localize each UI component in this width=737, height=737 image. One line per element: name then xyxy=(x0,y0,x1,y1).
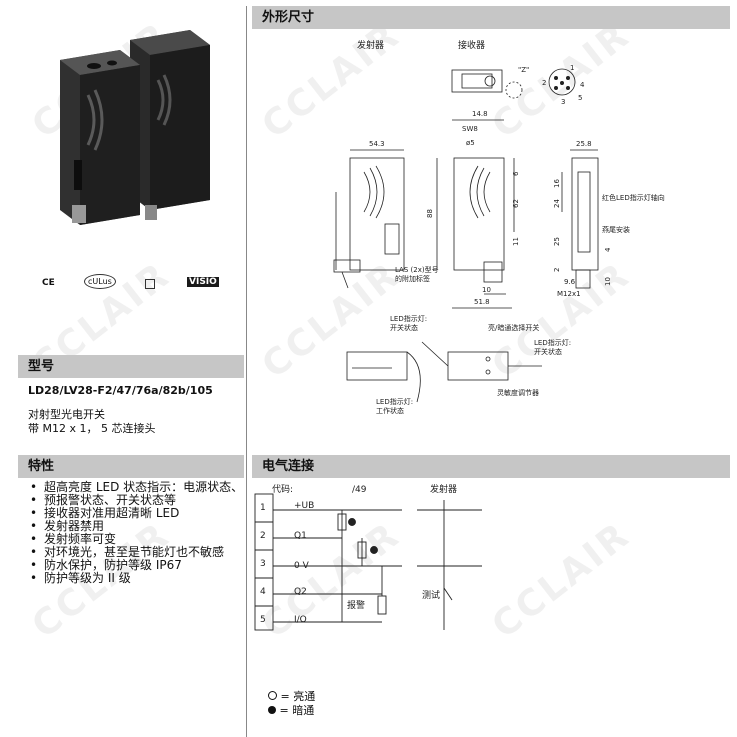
dim-51-8: 51.8 xyxy=(474,298,490,306)
section-header-electrical: 电气连接 xyxy=(252,455,730,478)
legend-label: = 暗通 xyxy=(279,704,315,717)
led-work-note-1: LED指示灯: xyxy=(376,397,413,406)
dim-24: 24 xyxy=(553,199,561,208)
dim-62: 62 xyxy=(512,199,520,208)
pin-number: 2 xyxy=(542,79,546,87)
dimension-drawing: 发射器 接收器 "Z" 1 2 3 4 5 54.3 LAS (2x)型号 的附… xyxy=(333,39,665,415)
feature-item: 对环境光，甚至是节能灯也不敏感 xyxy=(30,546,244,560)
sensitivity-note: 灵敏度调节器 xyxy=(497,388,539,397)
visio-logo: VISIO xyxy=(187,277,219,287)
feature-item: 发射器禁用 xyxy=(30,520,244,534)
legend-dark-on: = 暗通 xyxy=(268,702,314,718)
dim-14-8: 14.8 xyxy=(472,110,488,118)
model-description: 对射型光电开关 带 M12 x 1， 5 芯连接头 xyxy=(28,408,155,436)
pin-number: 4 xyxy=(580,81,585,89)
code-label: 代码: xyxy=(272,484,293,495)
dim-25: 25 xyxy=(553,237,561,246)
dim-sw8: SW8 xyxy=(462,125,478,133)
legend-label: = 亮通 xyxy=(280,690,316,703)
feature-item-continuation: 预报警状态、开关状态等 xyxy=(30,494,244,508)
wiring-diagram: 代码: /49 发射器 1 2 3 4 5 +UB Q1 0 V Q2 I/O … xyxy=(254,483,482,631)
feature-item: 接收器对准用超清晰 LED xyxy=(30,507,244,521)
class-ii-mark xyxy=(145,279,155,289)
dim-16: 16 xyxy=(553,179,561,188)
dim-88: 88 xyxy=(426,209,434,218)
filled-circle-icon xyxy=(268,706,276,714)
column-divider xyxy=(246,6,247,737)
dim-2: 2 xyxy=(553,268,561,272)
test-label: 测试 xyxy=(422,589,440,601)
pin-number: 3 xyxy=(561,98,565,106)
led-switch-note-1: LED指示灯: xyxy=(390,314,427,323)
receiver-label: 接收器 xyxy=(458,39,485,51)
description-line: 带 M12 x 1， 5 芯连接头 xyxy=(28,422,156,435)
feature-item: 超高亮度 LED 状态指示：电源状态、 xyxy=(30,481,244,495)
red-led-note: 红色LED指示灯轴向 xyxy=(602,193,665,202)
led-switch-note-3: LED指示灯: xyxy=(534,338,571,347)
dim-9-6: 9.6 xyxy=(564,278,576,286)
code-value: /49 xyxy=(352,485,367,495)
alarm-label: 报警 xyxy=(347,599,365,611)
ul-mark: cULus xyxy=(84,274,116,289)
feature-list: 超高亮度 LED 状态指示：电源状态、 预报警状态、开关状态等 接收器对准用超清… xyxy=(30,481,244,586)
led-switch-note-2: 开关状态 xyxy=(390,323,418,332)
product-photo xyxy=(60,30,210,225)
led-work-note-2: 工作状态 xyxy=(376,406,404,415)
transmitter-label: 发射器 xyxy=(357,39,384,51)
wire-pin: 4 xyxy=(260,587,266,597)
dim-10-b: 10 xyxy=(604,277,612,286)
light-dark-note: 亮/暗通选择开关 xyxy=(488,323,539,332)
feature-item: 防水保护，防护等级 IP67 xyxy=(30,559,244,573)
wire-pin: 2 xyxy=(260,531,266,541)
legend-light-on: = 亮通 xyxy=(268,688,315,704)
dim-10-a: 10 xyxy=(482,286,491,294)
wire-pin: 5 xyxy=(260,615,266,625)
las-note-1: LAS (2x)型号 xyxy=(395,265,439,274)
wire-pin: 1 xyxy=(260,503,266,513)
signal-label: I/O xyxy=(294,615,307,625)
section-header-features: 特性 xyxy=(18,455,244,478)
pin-number: 1 xyxy=(570,64,574,72)
model-code: LD28/LV28-F2/47/76a/82b/105 xyxy=(28,384,213,397)
dim-54-3: 54.3 xyxy=(369,140,385,148)
signal-label: Q2 xyxy=(294,587,307,597)
z-detail-label: "Z" xyxy=(518,66,529,74)
pin-number: 5 xyxy=(578,94,582,102)
section-header-dimensions: 外形尺寸 xyxy=(252,6,730,29)
wiring-transmitter-label: 发射器 xyxy=(430,483,457,495)
ce-mark: CE xyxy=(42,278,55,288)
feature-item: 发射频率可变 xyxy=(30,533,244,547)
feature-item: 防护等级为 II 级 xyxy=(30,572,244,586)
dim-11: 11 xyxy=(512,237,520,246)
description-line: 对射型光电开关 xyxy=(28,408,105,421)
dim-25-8: 25.8 xyxy=(576,140,592,148)
las-note-2: 的附加标签 xyxy=(395,274,430,283)
wire-pin: 3 xyxy=(260,559,266,569)
signal-label: +UB xyxy=(294,501,314,511)
section-header-model: 型号 xyxy=(18,355,244,378)
dim-d5: ø5 xyxy=(466,139,475,147)
dovetail-note: 燕尾安装 xyxy=(602,225,630,234)
dim-4: 4 xyxy=(604,247,612,252)
signal-label: Q1 xyxy=(294,531,307,541)
dim-m12: M12x1 xyxy=(557,290,581,298)
open-circle-icon xyxy=(268,691,277,700)
dim-6: 6 xyxy=(512,171,520,176)
led-switch-note-4: 开关状态 xyxy=(534,347,562,356)
